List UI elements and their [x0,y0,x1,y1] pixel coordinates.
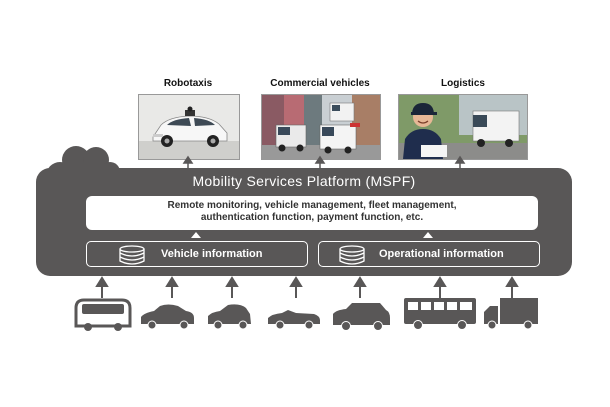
vehicle-information-label: Vehicle information [161,248,263,260]
commercial-vehicles-photo [261,94,381,160]
bus-icon [404,298,476,330]
robotaxis-label: Robotaxis [163,78,213,89]
robotaxi-photo [138,94,240,160]
mspf-title: Mobility Services Platform (MSPF) [192,173,416,189]
commercial-vehicles-label: Commercial vehicles [270,78,370,89]
convertible-icon [268,310,320,330]
platform-functions-box: Remote monitoring, vehicle management, f… [86,196,538,230]
database-icon [119,245,145,265]
vehicle-information-box: Vehicle information [86,241,308,267]
logistics-label: Logistics [441,78,485,89]
logistics-photo [398,94,528,160]
shuttle-icon [74,298,132,331]
truck-icon [484,298,538,330]
operational-information-label: Operational information [379,248,504,260]
operational-information-box: Operational information [318,241,540,267]
sedan-icon [141,304,194,330]
suv-icon [333,303,390,331]
database-icon [339,245,365,265]
platform-functions-line-2: authentication function, payment functio… [200,212,424,223]
hatchback-icon [208,304,251,330]
platform-functions-line-1: Remote monitoring, vehicle management, f… [167,200,457,211]
